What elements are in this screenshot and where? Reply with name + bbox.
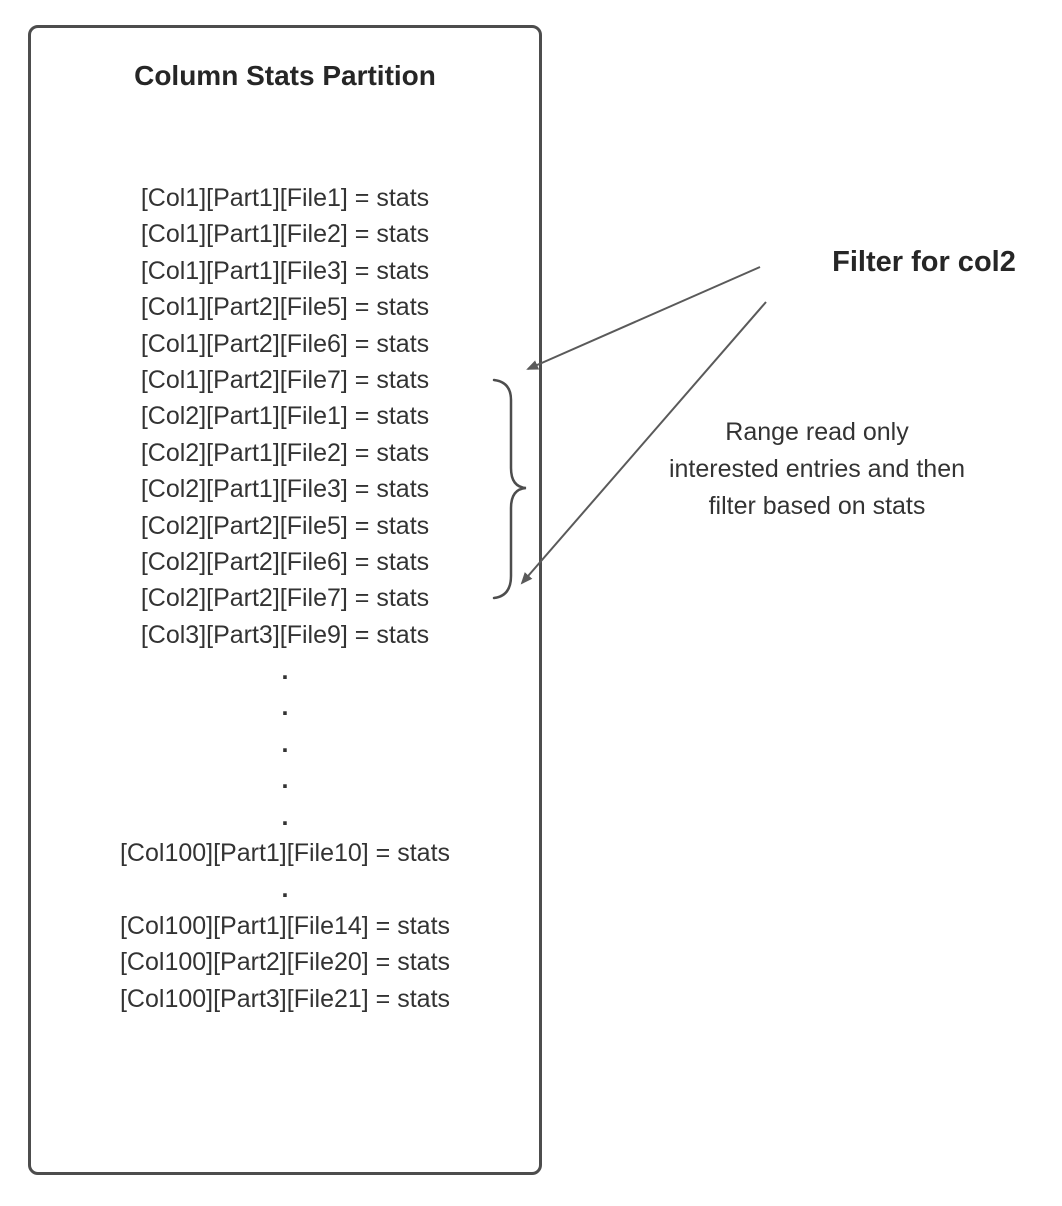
entry-line: [Col3][Part3][File9] = stats xyxy=(140,620,430,649)
dots-line: . xyxy=(281,657,289,686)
entry-line: [Col1][Part2][File5] = stats xyxy=(140,293,430,322)
entry-line: [Col2][Part1][File3] = stats xyxy=(140,475,430,504)
dots-line: . xyxy=(281,729,289,758)
entry-line: [Col2][Part2][File7] = stats xyxy=(140,584,430,613)
entry-line: [Col2][Part2][File6] = stats xyxy=(140,547,430,576)
entry-line: [Col1][Part1][File2] = stats xyxy=(140,220,430,249)
partition-title: Column Stats Partition xyxy=(134,60,436,91)
arrow-to-group-top-icon xyxy=(526,266,761,370)
range-read-note: Range read only interested entries and t… xyxy=(668,418,966,520)
dots-line: . xyxy=(281,875,289,904)
entry-line: [Col1][Part1][File1] = stats xyxy=(140,184,430,212)
dots-line: . xyxy=(281,766,289,795)
entry-line: [Col100][Part2][File20] = stats xyxy=(119,948,451,977)
dots-line: . xyxy=(281,802,289,831)
entry-line: [Col100][Part1][File14] = stats xyxy=(119,911,451,940)
partition-box: Column Stats Partition [Col1][Part1][Fil… xyxy=(28,25,542,1175)
entry-line: [Col2][Part1][File1] = stats xyxy=(140,402,430,431)
entries-list: [Col1][Part1][File1] = stats [Col1][Part… xyxy=(31,180,539,1017)
entry-line: [Col100][Part1][File10] = stats xyxy=(119,839,451,868)
entry-line: [Col2][Part1][File2] = stats xyxy=(140,438,430,467)
entry-line: [Col1][Part1][File3] = stats xyxy=(140,256,430,285)
filter-for-col2-label: Filter for col2 xyxy=(832,246,1016,278)
entry-line: [Col1][Part2][File6] = stats xyxy=(140,329,430,358)
entry-line: [Col100][Part3][File21] = stats xyxy=(119,984,451,1013)
entry-line: [Col1][Part2][File7] = stats xyxy=(140,365,430,394)
dots-line: . xyxy=(281,693,289,722)
entry-line: [Col2][Part2][File5] = stats xyxy=(140,511,430,540)
